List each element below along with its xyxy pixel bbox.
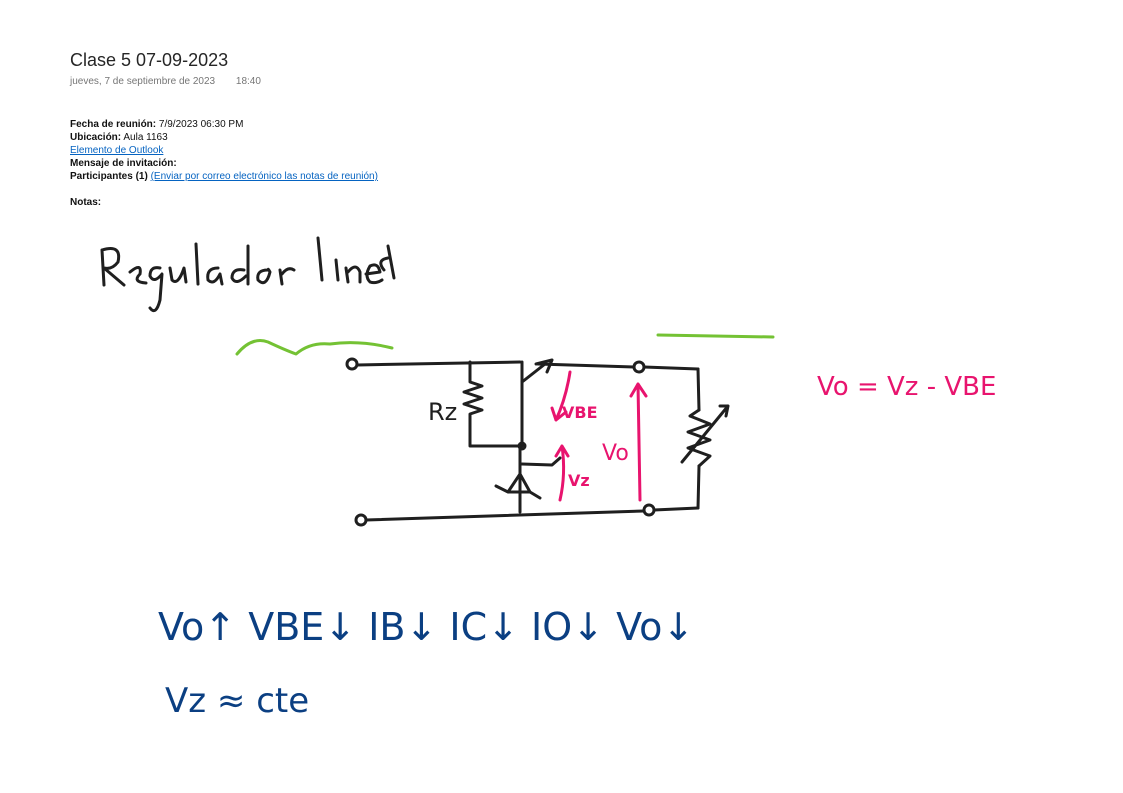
load-potentiometer [680,404,730,468]
meeting-date-label: Fecha de reunión: [70,119,157,130]
meeting-date-value: 7/9/2023 06:30 PM [158,119,244,130]
meeting-date-row: Fecha de reunión: 7/9/2023 06:30 PM [70,118,378,131]
outlook-item-link[interactable]: Elemento de Outlook [70,145,164,156]
participants-label: Participantes (1) [70,171,148,182]
meeting-location-label: Ubicación: [70,132,122,143]
invite-message-label: Mensaje de invitación: [70,158,177,169]
notes-label: Notas: [70,197,102,208]
transistor-base [520,358,554,448]
relations-text: Vo↑ VBE↓ IB↓ IC↓ IO↓ Vo↓ [158,605,694,649]
vo-label: Vo [602,441,629,466]
vbe-arrow [550,370,572,422]
ink-green-marks [235,333,775,356]
vz-label: Vz [568,471,590,490]
meeting-location-row: Ubicación: Aula 1163 [70,131,378,144]
circuit-schematic [345,357,730,527]
vo-arrow [629,382,648,502]
invite-row: Mensaje de invitación: [70,157,378,170]
resistor-rz [462,360,524,448]
ink-heading [100,236,396,313]
vbe-label: VBE [562,403,598,422]
meeting-details: Fecha de reunión: 7/9/2023 06:30 PM Ubic… [70,118,378,209]
vo-equation: Vo = Vz - VBE [817,372,996,402]
meeting-location-value: Aula 1163 [123,132,168,143]
zener-diode [494,444,562,514]
vz-constant-text: Vz ≈ cte [165,681,309,721]
vz-arrow [554,444,570,502]
email-notes-link[interactable]: (Enviar por correo electrónico las notas… [150,171,378,182]
load-wire [696,367,701,510]
top-wire-left [355,360,522,367]
ink-voltage-arrows [550,370,648,502]
participants-row: Participantes (1) (Enviar por correo ele… [70,170,378,183]
resistor-label: Rz [428,398,457,426]
input-terminal-top [345,357,359,371]
page-time: 18:40 [235,76,261,87]
top-wire-right [536,362,700,371]
page-title: Clase 5 07-09-2023 [70,50,229,70]
bottom-wire [364,506,700,522]
page-date: jueves, 7 de septiembre de 2023 [70,76,216,87]
outlook-row: Elemento de Outlook [70,144,378,157]
page-date-line: jueves, 7 de septiembre de 2023 18:40 [70,76,261,87]
